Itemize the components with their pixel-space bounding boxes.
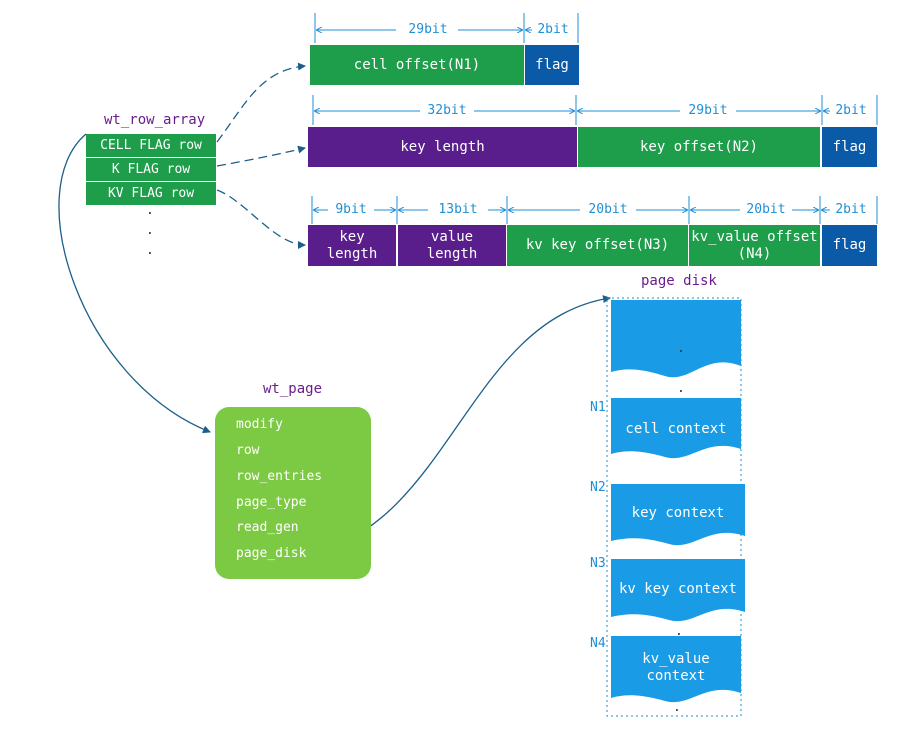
row-array-item: KV FLAG row: [86, 182, 216, 206]
wt-page-title: wt_page: [263, 381, 323, 397]
page-disk-container: [606, 297, 742, 717]
key-offset-label: key offset(N2): [639, 138, 758, 155]
disk-block-key: [611, 484, 745, 546]
wt-page-field-read-gen: read_gen: [236, 520, 299, 535]
wt-page-field-page-disk: page_disk: [236, 546, 307, 561]
row-array-title: wt_row_array: [104, 112, 206, 128]
kv-value-offset-line1: kv_value offset: [691, 228, 818, 245]
cell-flag-field: flag: [525, 45, 579, 85]
row-array-item: K FLAG row: [86, 158, 216, 182]
kv-key-offset-field: kv key offset(N3): [507, 225, 688, 266]
row-array-ellipsis-dot: .: [146, 223, 154, 238]
page-disk-blocks: [611, 300, 745, 703]
kv-flag-field: flag: [822, 225, 877, 266]
cell-offset-label: cell offset(N1): [353, 56, 481, 73]
kv-value-context-line2: context: [646, 668, 706, 684]
bit-label-key-length: 32bit: [427, 103, 467, 118]
row-array-ellipsis-dot: .: [146, 203, 154, 218]
kv-value-length-field: value length: [398, 225, 506, 266]
wt-page-field-modify: modify: [236, 417, 283, 432]
bit-label-cell-offset: 29bit: [408, 22, 448, 37]
k-flag-label: flag: [832, 138, 867, 155]
wt-page-field-page-type: page_type: [236, 495, 307, 510]
bit-label-kv-key-length: 9bit: [335, 202, 367, 217]
marker-n1: N1: [590, 400, 606, 415]
wt-page-field-row-entries: row_entries: [236, 469, 323, 484]
kv-value-context-line1: kv_value: [642, 651, 710, 667]
disk-dot: .: [673, 700, 681, 715]
kv-value-context-label: kv_value context: [611, 650, 741, 686]
bit-label-kv-flag: 2bit: [835, 202, 867, 217]
bit-label-kv-value-length: 13bit: [438, 202, 478, 217]
kv-value-length-line2: length: [426, 245, 478, 262]
cell-context-label: cell context: [611, 414, 741, 444]
kv-key-offset-label: kv key offset(N3): [525, 237, 670, 253]
key-offset-field: key offset(N2): [578, 127, 820, 167]
bit-label-key-offset: 29bit: [688, 103, 728, 118]
disk-block-header: [611, 300, 741, 378]
kv-value-offset-line2: (N4): [737, 245, 772, 262]
kv-key-context-text: kv key context: [618, 580, 737, 597]
bit-label-cell-flag: 2bit: [537, 22, 569, 37]
disk-dot: .: [677, 381, 685, 396]
cell-flag-label: flag: [535, 56, 569, 73]
kv-key-length-line2: length: [326, 245, 378, 262]
row-connectors: [216, 62, 306, 249]
key-length-field: key length: [308, 127, 577, 167]
kv-key-length-field: key length: [308, 225, 396, 266]
kv-value-offset-field: kv_value offset (N4): [689, 225, 820, 266]
key-length-label: key length: [400, 138, 485, 155]
dimension-lines: [311, 13, 878, 224]
row-array: CELL FLAG row K FLAG row KV FLAG row: [86, 134, 216, 206]
kv-flag-label: flag: [832, 237, 867, 253]
marker-n3: N3: [590, 556, 606, 571]
disk-dot: .: [677, 341, 685, 356]
cell-offset-field: cell offset(N1): [310, 45, 524, 85]
bit-label-k-flag: 2bit: [835, 103, 867, 118]
disk-dot: .: [675, 624, 683, 639]
marker-n2: N2: [590, 480, 606, 495]
cell-context-text: cell context: [625, 420, 727, 437]
kv-key-length-line1: key: [339, 228, 365, 245]
marker-n4: N4: [590, 636, 606, 651]
row-array-ellipsis-dot: .: [146, 243, 154, 258]
kv-value-length-line1: value: [430, 228, 474, 245]
wt-page-struct: modify row row_entries page_type read_ge…: [215, 407, 371, 579]
key-context-label: key context: [611, 498, 745, 528]
disk-block-cell: [611, 398, 741, 459]
bit-label-kv-value-offset: 20bit: [746, 202, 786, 217]
key-context-text: key context: [631, 504, 725, 521]
k-flag-field: flag: [822, 127, 877, 167]
wt-page-field-row: row: [236, 443, 260, 458]
disk-block-kvvalue: [611, 636, 741, 703]
kv-key-context-label: kv key context: [611, 574, 745, 604]
row-array-item: CELL FLAG row: [86, 134, 216, 158]
bit-label-kv-key-offset: 20bit: [588, 202, 628, 217]
disk-block-kvkey: [611, 559, 745, 622]
page-disk-title: page disk: [641, 273, 717, 289]
